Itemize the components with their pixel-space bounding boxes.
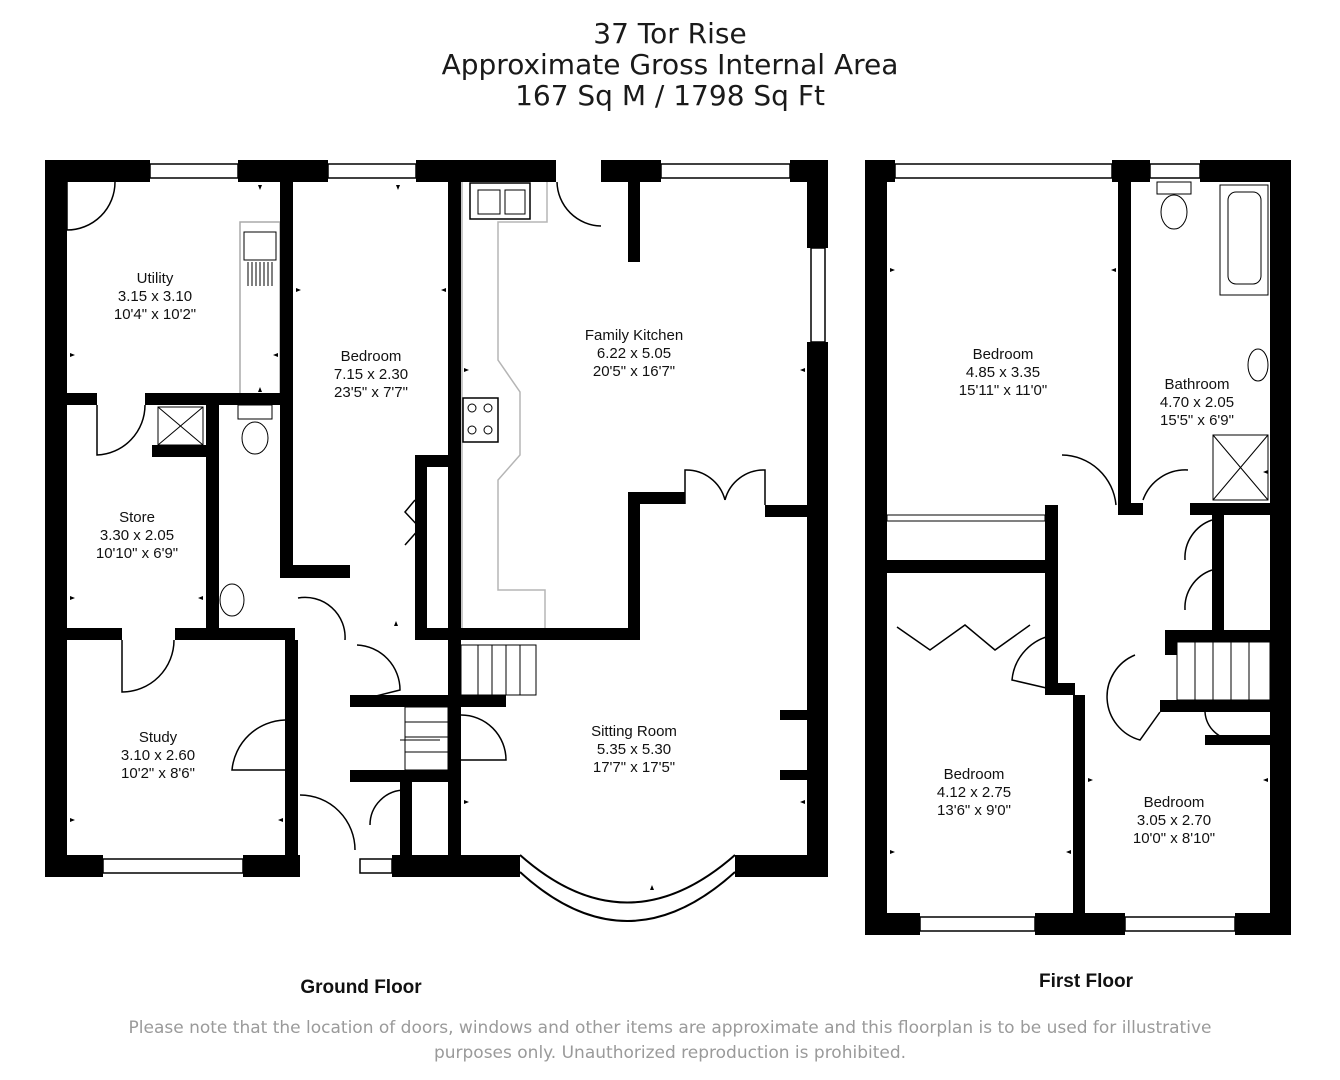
area-title: Approximate Gross Internal Area [441, 48, 899, 81]
first-windows [894, 163, 1236, 932]
ground-doors [66, 181, 766, 851]
address-title: 37 Tor Rise [593, 17, 747, 50]
room-bedroom3-name: Bedroom [1144, 794, 1205, 811]
dimension-markers [70, 185, 1268, 890]
room-store-name: Store [119, 509, 155, 526]
plan-header: 37 Tor Rise Approximate Gross Internal A… [0, 18, 1340, 111]
room-bedroom3-imperial: 10'0" x 8'10" [1133, 830, 1215, 847]
room-bathroom-metric: 4.70 x 2.05 [1160, 394, 1234, 411]
ground-floor-label: Ground Floor [300, 977, 422, 998]
room-sitting-metric: 5.35 x 5.30 [597, 741, 671, 758]
room-bathroom-name: Bathroom [1164, 376, 1229, 393]
first-doors [1011, 454, 1236, 741]
first-floor-walls [865, 160, 1291, 935]
room-bathroom-imperial: 15'5" x 6'9" [1160, 412, 1234, 429]
room-store-metric: 3.30 x 2.05 [100, 527, 174, 544]
room-bedroom3-metric: 3.05 x 2.70 [1137, 812, 1211, 829]
ground-windows [102, 163, 826, 874]
room-bedroom1-imperial: 15'11" x 11'0" [959, 382, 1047, 399]
room-sitting-imperial: 17'7" x 17'5" [593, 759, 675, 776]
ground-floor-walls [45, 160, 828, 877]
room-kitchen-imperial: 20'5" x 16'7" [593, 363, 675, 380]
disclaimer-line-1: Please note that the location of doors, … [128, 1018, 1212, 1038]
room-study-metric: 3.10 x 2.60 [121, 747, 195, 764]
room-study-imperial: 10'2" x 8'6" [121, 765, 195, 782]
room-bedroom-gf-imperial: 23'5" x 7'7" [334, 384, 408, 401]
room-utility-name: Utility [137, 270, 174, 287]
first-stairs [1176, 641, 1271, 701]
ground-stairs [400, 644, 537, 771]
room-bedroom1-metric: 4.85 x 3.35 [966, 364, 1040, 381]
room-bedroom1-name: Bedroom [973, 346, 1034, 363]
disclaimer: Please note that the location of doors, … [60, 1016, 1280, 1066]
room-kitchen-metric: 6.22 x 5.05 [597, 345, 671, 362]
area-value: 167 Sq M / 1798 Sq Ft [515, 79, 825, 112]
room-bedroom2-imperial: 13'6" x 9'0" [937, 802, 1011, 819]
room-bedroom-gf-name: Bedroom [341, 348, 402, 365]
room-bedroom2-metric: 4.12 x 2.75 [937, 784, 1011, 801]
room-store-imperial: 10'10" x 6'9" [96, 545, 178, 562]
first-floor-label: First Floor [1039, 971, 1134, 992]
room-sitting-name: Sitting Room [591, 723, 677, 740]
room-study-name: Study [139, 729, 178, 746]
room-kitchen-name: Family Kitchen [585, 327, 683, 344]
room-utility-metric: 3.15 x 3.10 [118, 288, 192, 305]
room-utility-imperial: 10'4" x 10'2" [114, 306, 196, 323]
room-bedroom2-name: Bedroom [944, 766, 1005, 783]
room-bedroom-gf-metric: 7.15 x 2.30 [334, 366, 408, 383]
disclaimer-line-2: purposes only. Unauthorized reproduction… [433, 1043, 907, 1063]
